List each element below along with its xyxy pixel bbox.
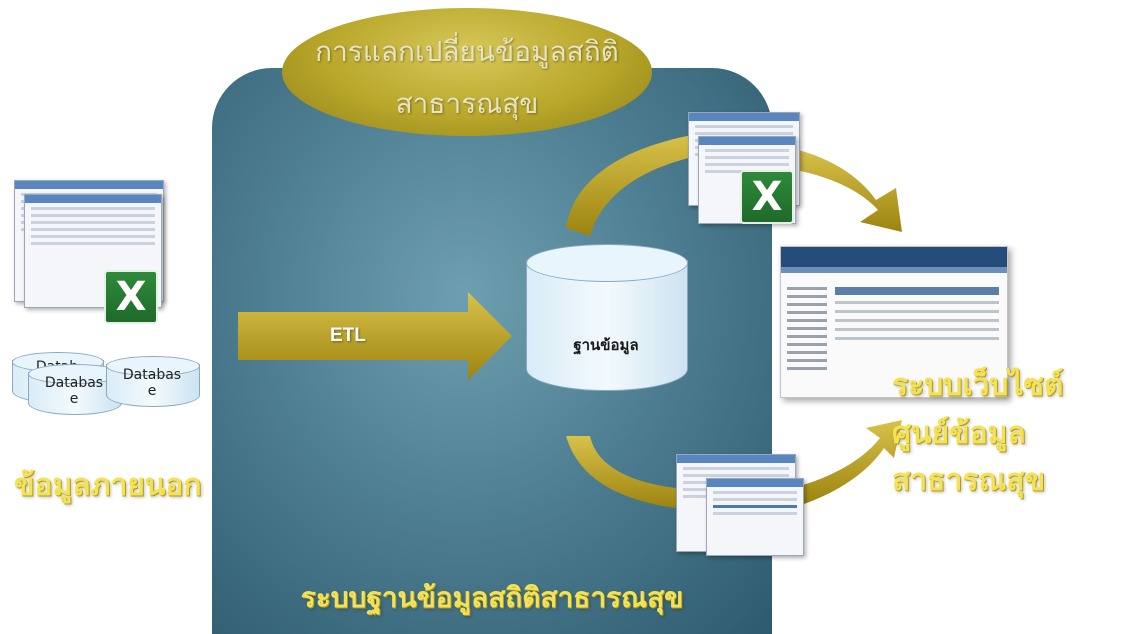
website-screenshot (780, 246, 1008, 398)
external-data-label: ข้อมูลภายนอก (14, 468, 202, 503)
central-database-label: ฐานข้อมูล (573, 336, 639, 354)
excel-icon: X (104, 270, 158, 324)
website-label-line2: ศูนย์ข้อมูลสาธารณสุข (892, 416, 1046, 498)
top-curved-arrow (566, 132, 720, 236)
top-right-curved-arrow (790, 148, 902, 232)
excel-icon: X (740, 170, 794, 224)
central-database-cylinder-top (526, 244, 688, 282)
oval-title-line1: การแลกเปลี่ยนข้อมูลสถิติ (315, 35, 619, 68)
external-database-3-top (106, 356, 200, 376)
panel-label: ระบบฐานข้อมูลสถิติสาธารณสุข (300, 581, 684, 614)
bottom-curved-arrow (566, 436, 676, 508)
external-database-2-label: Databas e (44, 375, 104, 407)
etl-label: ETL (330, 325, 366, 346)
data-exchange-oval (282, 8, 652, 136)
report-thumbnail-bottom-front (706, 478, 804, 556)
oval-title-line2: สาธารณสุข (395, 87, 539, 120)
bottom-right-curved-arrow (800, 420, 902, 504)
etl-arrow (238, 292, 512, 380)
website-label-line1: ระบบเว็บไซต์ (892, 368, 1064, 403)
external-database-3-label: Databas e (122, 367, 182, 399)
